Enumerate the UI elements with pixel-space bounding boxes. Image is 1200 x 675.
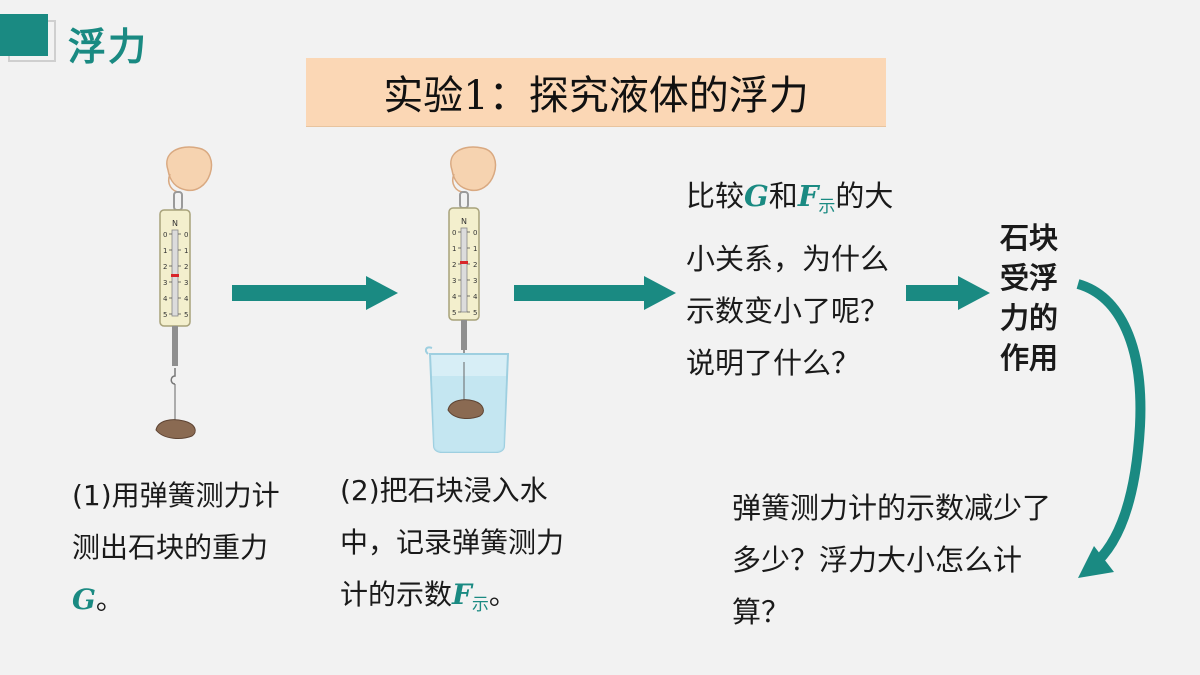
svg-text:1: 1 [184, 247, 188, 255]
svg-text:2: 2 [163, 263, 167, 271]
conclusion-text: 石块受浮力的作用 [1000, 221, 1059, 375]
svg-text:5: 5 [473, 309, 477, 317]
svg-text:5: 5 [184, 311, 188, 319]
page-title: 浮力 [68, 25, 149, 69]
scale-unit-label: N [172, 219, 178, 228]
arrow-right-icon [514, 276, 676, 310]
comparison-question: 比较G和F示的大小关系，为什么示数变小了呢？说明了什么？ [686, 179, 894, 380]
svg-text:3: 3 [184, 279, 188, 287]
svg-text:2: 2 [452, 261, 456, 269]
arrow-right-icon [232, 276, 398, 310]
step2-caption: (2)把石块浸入水中，记录弹簧测力计的示数F示。 [340, 474, 565, 615]
svg-text:3: 3 [163, 279, 167, 287]
svg-text:0: 0 [452, 229, 456, 237]
svg-text:3: 3 [452, 277, 456, 285]
svg-text:1: 1 [163, 247, 167, 255]
svg-text:N: N [461, 217, 467, 226]
header-accent-block [0, 14, 48, 56]
spring-scale-in-water-illustration: N 0 0 1 1 2 2 3 3 4 4 5 5 [424, 146, 510, 453]
svg-text:4: 4 [452, 293, 457, 301]
stone [155, 419, 196, 439]
svg-text:2: 2 [473, 261, 477, 269]
svg-text:1: 1 [473, 245, 477, 253]
svg-text:3: 3 [473, 277, 477, 285]
svg-text:0: 0 [184, 231, 188, 239]
curved-arrow-icon [1076, 279, 1146, 578]
arrow-right-icon [906, 276, 990, 310]
svg-text:4: 4 [184, 295, 189, 303]
spring-scale-in-air-illustration: N 0 0 1 1 2 2 3 3 4 4 5 5 [155, 146, 213, 439]
svg-text:5: 5 [163, 311, 167, 319]
scale-pointer [171, 274, 179, 277]
svg-text:4: 4 [163, 295, 168, 303]
svg-text:0: 0 [473, 229, 477, 237]
experiment-banner: 实验1：探究液体的浮力 [306, 58, 886, 126]
svg-text:1: 1 [452, 245, 456, 253]
step1-caption: (1)用弹簧测力计测出石块的重力G。 [72, 479, 280, 616]
svg-text:2: 2 [184, 263, 188, 271]
svg-text:5: 5 [452, 309, 456, 317]
svg-text:0: 0 [163, 231, 167, 239]
svg-text:4: 4 [473, 293, 478, 301]
buoyancy-calculation-question: 弹簧测力计的示数减少了多少？浮力大小怎么计算？ [732, 491, 1052, 629]
